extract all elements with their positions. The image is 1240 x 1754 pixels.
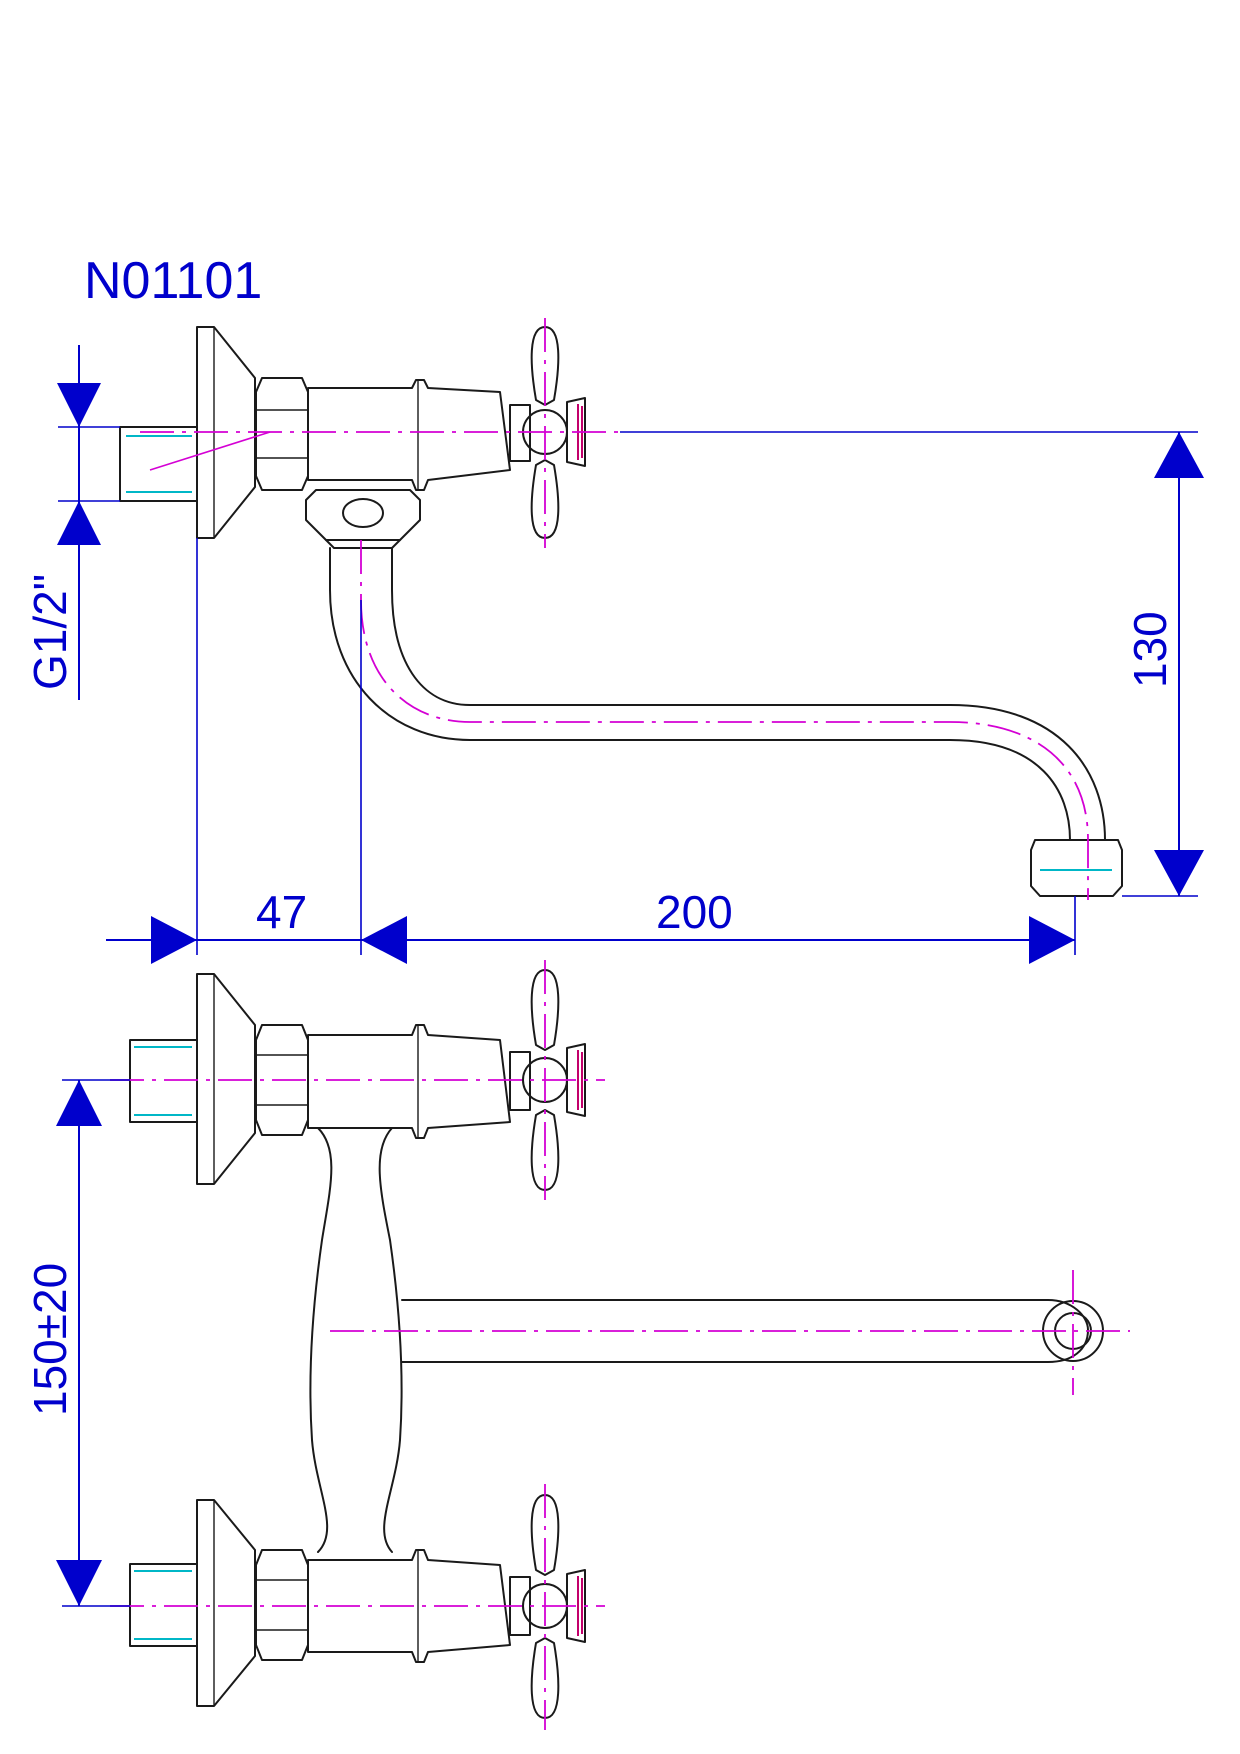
dim-47-label: 47 — [256, 886, 307, 938]
aerator — [1030, 839, 1123, 897]
arrow-130-bottom — [1154, 850, 1204, 896]
side-view-dimensions: G1/2" 130 47 200 — [24, 345, 1204, 964]
side-view — [119, 318, 1123, 900]
dim-150-label: 150±20 — [24, 1263, 76, 1416]
hex-nut — [255, 377, 309, 491]
dim-thread-label: G1/2" — [24, 574, 76, 690]
top-view-dimensions: 150±20 — [24, 1079, 130, 1607]
lower-valve — [129, 1494, 586, 1719]
arrow-200-right — [1029, 916, 1075, 964]
arrow-thread-top — [57, 383, 101, 427]
arrow-150-top — [56, 1080, 102, 1126]
arrow-47-right — [361, 916, 407, 964]
swing-spout — [329, 547, 1106, 841]
spindle — [509, 404, 531, 462]
dim-200-label: 200 — [656, 886, 733, 938]
model-code: N01101 — [84, 252, 262, 310]
arrow-130-top — [1154, 432, 1204, 478]
arrow-47-left — [151, 916, 197, 964]
spout-union — [305, 489, 421, 541]
dim-130-label: 130 — [1124, 611, 1176, 688]
spout-top-view — [401, 1299, 1089, 1363]
inlet-nipple — [119, 426, 198, 502]
arrow-150-bottom — [56, 1560, 102, 1606]
mixer-body — [309, 1127, 403, 1553]
arrow-thread-bottom — [57, 501, 101, 545]
top-view — [110, 960, 1130, 1730]
valve-body — [307, 379, 511, 491]
